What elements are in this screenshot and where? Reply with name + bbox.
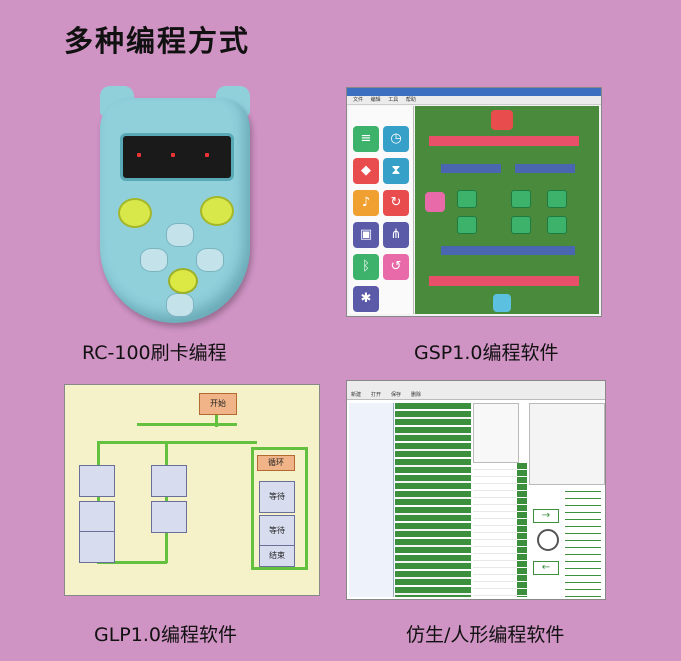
menu-help: 帮助 [405,97,416,103]
device-dpad-right [196,248,224,272]
humanoid-settings-panel [529,403,605,485]
device-button-left [118,198,152,228]
caption-gsp: GSP1.0编程软件 [414,342,559,364]
gsp-software-screenshot: 文件 编辑 工具 帮助 ≡ ◷ ◆ ⧗ ♪ ↻ ▣ ⋔ ᛒ ↺ ✱ [346,87,602,317]
glp-end-node: 结束 [259,545,295,567]
palette-tile-return-icon: ↺ [383,254,409,280]
palette-tile-sensor-icon: ▣ [353,222,379,248]
menu-tools: 工具 [388,97,399,103]
glp-start-node: 开始 [199,393,237,415]
gsp-start-robot-icon [491,110,513,130]
palette-tile-if-icon: ◆ [353,158,379,184]
gsp-motor-block [547,216,567,234]
caption-glp: GLP1.0编程软件 [94,624,237,646]
gsp-titlebar [347,88,601,96]
arrow-right-icon: → [533,509,559,523]
glp-flow-line [251,567,308,570]
gsp-loop-bar-top [429,136,579,146]
glp-action-node [79,465,115,497]
glp-action-node [79,501,115,533]
palette-tile-branch-icon: ⋔ [383,222,409,248]
caption-humanoid: 仿生/人形编程软件 [406,624,565,646]
palette-tile-timer-icon: ◷ [383,126,409,152]
humanoid-toolbar: 新建 打开 保存 删除 [347,381,605,400]
gsp-motor-block [457,190,477,208]
toolbar-open: 打开 [371,392,382,398]
glp-flow-line [305,449,308,569]
glp-flow-line [215,413,218,427]
device-dpad-down [166,293,194,317]
humanoid-servo-value-column [517,463,527,597]
humanoid-software-screenshot: 新建 打开 保存 删除 → ← [346,380,606,600]
glp-loop-node: 循环 [257,455,295,471]
glp-flow-line [137,423,237,426]
palette-tile-wait-icon: ⧗ [383,158,409,184]
gsp-return-block [425,192,445,212]
gsp-menubar: 文件 编辑 工具 帮助 [347,96,601,105]
humanoid-channel-list [565,485,601,597]
humanoid-pose-panel [473,403,519,463]
humanoid-page-list [349,403,394,597]
glp-action-node [151,501,187,533]
page-title: 多种编程方式 [64,24,251,58]
device-dpad-left [140,248,168,272]
gsp-motor-block [457,216,477,234]
caption-rc100: RC-100刷卡编程 [82,342,227,364]
glp-wait-node: 等待 [259,481,295,513]
glp-flow-line [251,449,254,569]
glp-action-node [151,465,187,497]
gsp-branch-merge-bar [441,246,575,255]
glp-flow-line [251,447,308,450]
rc100-device-image [88,78,258,328]
palette-tile-sound-icon: ♪ [353,190,379,216]
humanoid-step-grid [395,403,471,597]
gsp-branch-bar-left [441,164,501,173]
glp-flow-line [97,561,167,564]
gsp-motor-block [547,190,567,208]
gsp-branch-bar-right [515,164,575,173]
arrow-left-icon: ← [533,561,559,575]
gsp-end-block [493,294,511,312]
gsp-canvas [415,106,599,314]
palette-tile-motor-icon: ≡ [353,126,379,152]
device-dpad-up [166,223,194,247]
humanoid-servo-table [473,463,523,597]
device-button-right [200,196,234,226]
toolbar-delete: 删除 [411,392,422,398]
gsp-palette: ≡ ◷ ◆ ⧗ ♪ ↻ ▣ ⋔ ᛒ ↺ ✱ [349,106,414,314]
palette-tile-loop-icon: ↻ [383,190,409,216]
palette-tile-wireless-icon: ✱ [353,286,379,312]
toolbar-new: 新建 [351,392,362,398]
glp-wait-node: 等待 [259,515,295,547]
glp-action-node [79,531,115,563]
gsp-motor-block [511,216,531,234]
toolbar-save: 保存 [391,392,402,398]
menu-edit: 编辑 [370,97,381,103]
glp-software-screenshot: 开始 循环 等待 等待 结束 [64,384,320,596]
gsp-motor-block [511,190,531,208]
gsp-loop-bar-bottom [429,276,579,286]
glp-flow-line [97,441,257,444]
menu-file: 文件 [353,97,364,103]
dial-icon [537,529,559,551]
device-center-button [168,268,198,294]
palette-tile-bluetooth-icon: ᛒ [353,254,379,280]
device-led-screen [120,133,234,181]
